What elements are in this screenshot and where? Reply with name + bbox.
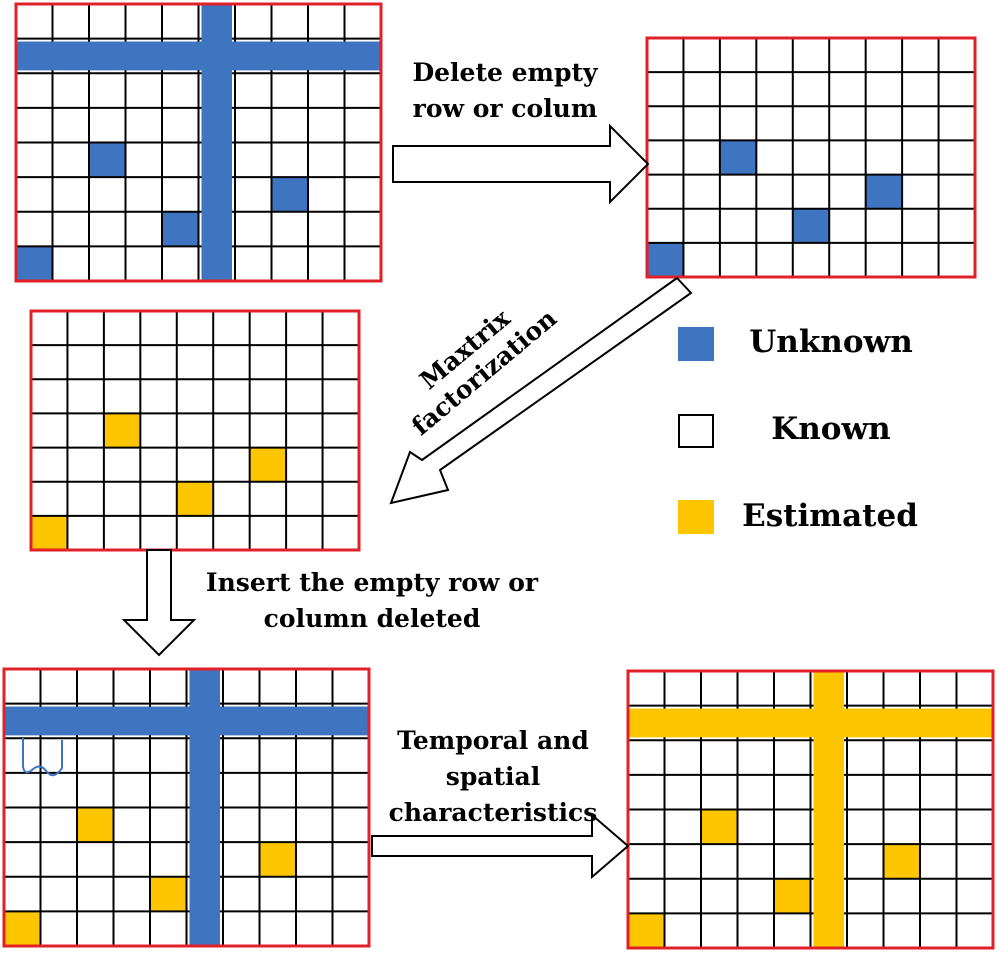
arrow-factorization <box>389 276 693 505</box>
matrix-cell-estimated <box>259 842 296 877</box>
legend-label-unknown: Unknown <box>749 324 913 360</box>
matrix-cell-unknown <box>162 211 199 247</box>
arrow-insert <box>121 549 197 657</box>
matrix-cell-unknown <box>89 142 126 178</box>
matrix-cell-unknown <box>16 246 53 281</box>
matrix-border <box>14 2 383 283</box>
matrix-cell-estimated <box>77 807 114 843</box>
empty-column-band-overlay <box>813 671 844 948</box>
legend-label-known: Known <box>771 411 890 447</box>
matrix-cell-unknown <box>647 242 684 277</box>
matrix-cell-estimated <box>150 876 187 912</box>
squiggle-mark <box>22 738 63 777</box>
legend-swatch-unknown <box>678 327 714 361</box>
label-temporal-line2: spatial <box>446 762 541 791</box>
label-delete-line1: Delete empty <box>412 58 599 87</box>
matrix-cell-estimated <box>4 911 41 946</box>
matrix-completed <box>626 669 995 950</box>
empty-row-band-overlay <box>16 41 381 71</box>
matrix-reduced <box>645 36 977 279</box>
legend-swatch-known <box>678 414 714 448</box>
matrix-factorized <box>29 309 361 552</box>
empty-row-band-overlay <box>628 708 993 738</box>
matrix-cell-unknown <box>792 208 830 243</box>
matrix-border <box>29 309 361 552</box>
matrix-original <box>14 2 383 283</box>
legend: Unknown Known Estimated <box>678 324 918 534</box>
legend-label-estimated: Estimated <box>742 498 918 534</box>
label-delete-line2: row or colum <box>413 94 598 123</box>
matrix-reinserted <box>2 667 371 948</box>
matrix-cell-estimated <box>103 413 141 448</box>
empty-column-band-overlay <box>189 669 220 946</box>
matrix-cell-estimated <box>31 515 68 550</box>
legend-swatch-estimated <box>678 500 714 534</box>
matrix-cell-estimated <box>249 447 287 482</box>
matrix-cell-unknown <box>271 177 308 212</box>
label-factorization: Maxtrix factorization <box>406 303 562 441</box>
matrix-border <box>626 669 995 950</box>
matrix-border <box>2 667 371 948</box>
empty-row-band-overlay <box>4 706 369 736</box>
matrix-cell-estimated <box>176 481 214 516</box>
matrix-cell-unknown <box>719 140 757 175</box>
matrix-cell-estimated <box>774 878 811 914</box>
matrix-cell-estimated <box>628 913 665 948</box>
label-temporal-line3: characteristics <box>389 798 598 827</box>
label-insert-line1: Insert the empty row or <box>206 568 539 597</box>
label-insert-line2: column deleted <box>264 604 481 633</box>
matrix-cell-estimated <box>883 844 920 879</box>
matrix-border <box>645 36 977 279</box>
arrow-temporal <box>371 812 630 880</box>
matrix-cell-unknown <box>865 174 903 209</box>
empty-column-band-overlay <box>201 4 232 281</box>
label-temporal-line1: Temporal and <box>397 726 589 755</box>
matrix-cell-estimated <box>701 809 738 845</box>
arrow-delete <box>392 123 650 205</box>
